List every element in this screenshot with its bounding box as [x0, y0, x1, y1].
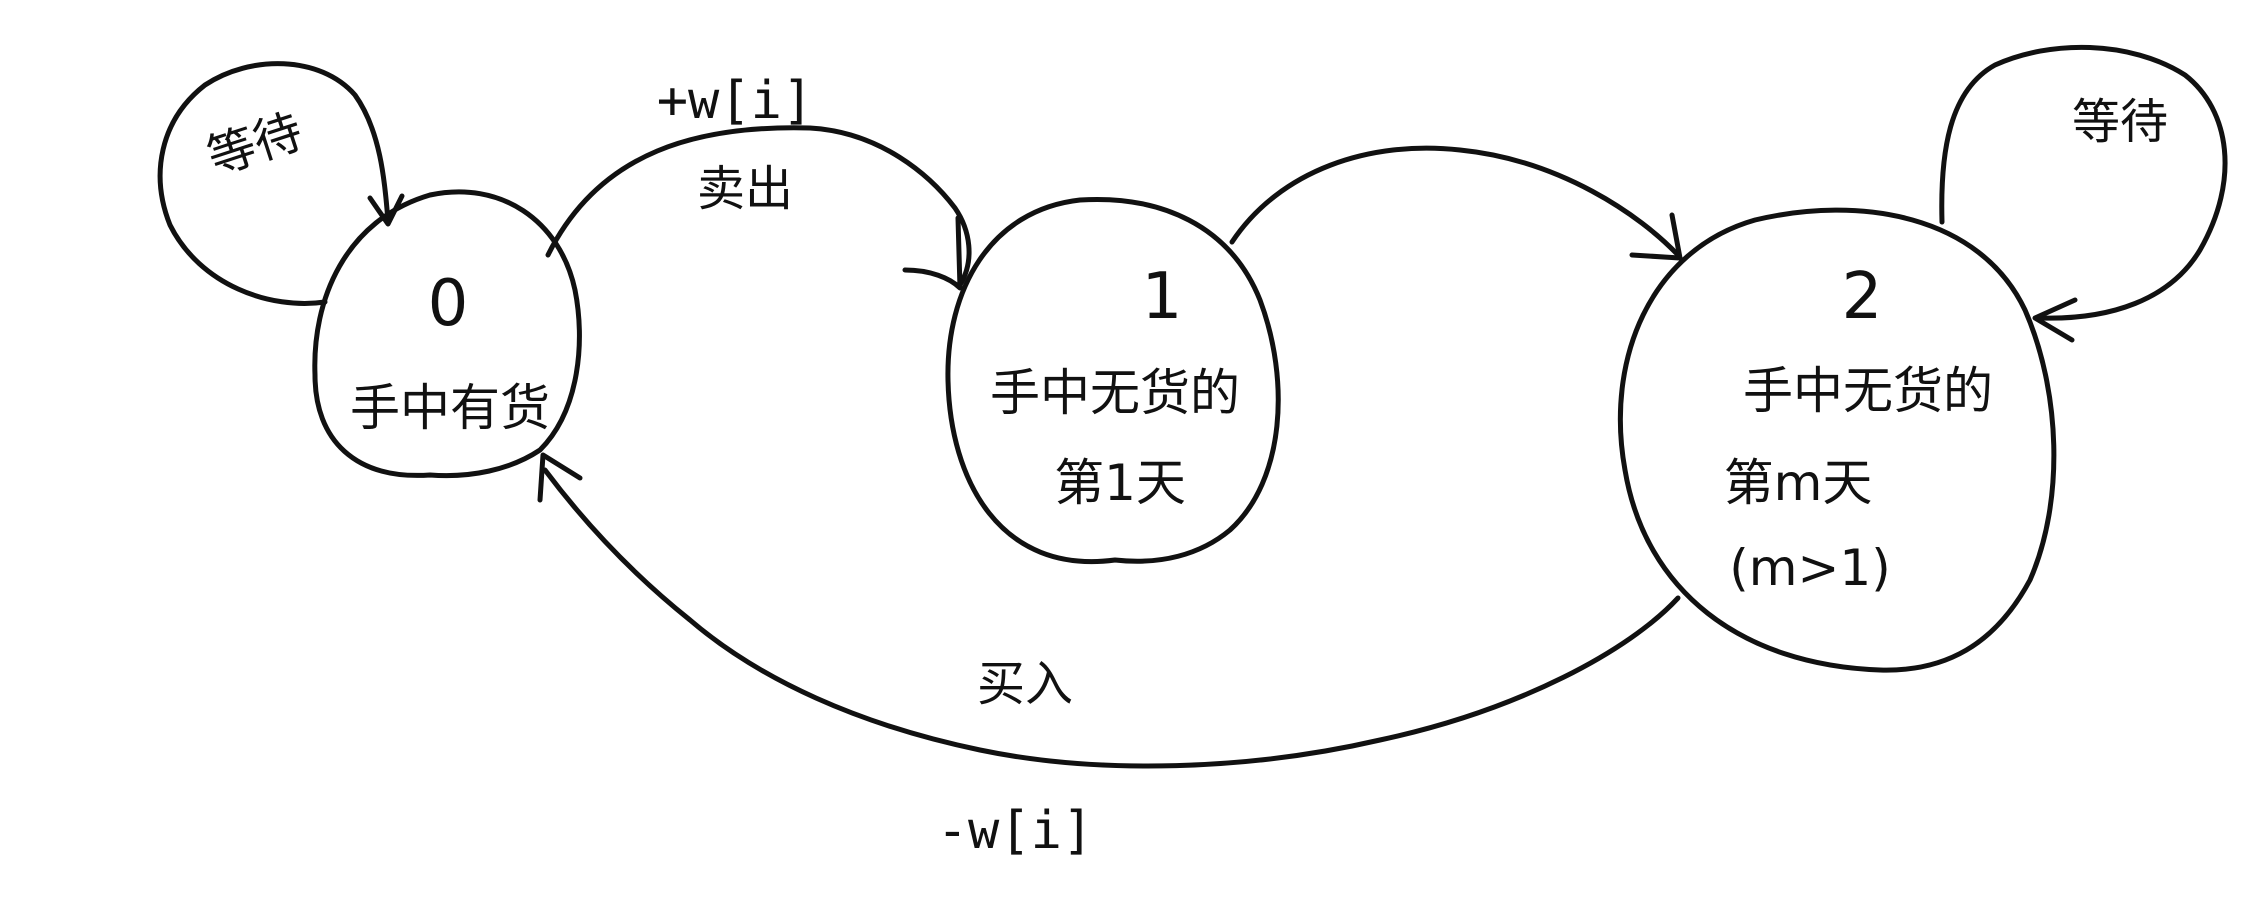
edge-2-to-0-weight: -w[i] — [937, 801, 1094, 861]
state-2-circle — [1617, 207, 2057, 673]
edge-0-to-1: +w[i] 卖出 — [545, 71, 972, 291]
state-1-circle — [945, 196, 1281, 564]
state-0: 0 手中有货 — [312, 189, 582, 479]
state-1-label-line2: 第1天 — [1054, 454, 1186, 512]
state-1-label-line1: 手中无货的 — [990, 364, 1240, 422]
edge-self-loop-2: 等待 — [1939, 44, 2228, 343]
state-2-label-line1: 手中无货的 — [1743, 362, 1993, 420]
edge-2-to-0-curve — [542, 467, 1681, 769]
edge-1-to-2 — [1229, 145, 1683, 261]
edge-self-loop-2-curve — [1939, 44, 2228, 321]
edge-0-to-1-weight: +w[i] — [657, 71, 814, 131]
edge-2-to-0-label: 买入 — [977, 656, 1073, 712]
edge-self-loop-2-label: 等待 — [2072, 94, 2168, 150]
state-2: 2 手中无货的 第m天 (m>1) — [1617, 207, 2057, 673]
edge-self-loop-0-label: 等待 — [201, 103, 310, 186]
edge-self-loop-0-curve — [157, 61, 391, 306]
state-1: 1 手中无货的 第1天 — [945, 196, 1281, 564]
chevron-arrowhead-icon — [1629, 212, 1683, 261]
state-0-label: 手中有货 — [350, 379, 550, 437]
chevron-arrowhead-icon — [902, 215, 963, 291]
state-2-label-line2: 第m天 — [1724, 454, 1873, 512]
state-1-number: 1 — [1142, 260, 1183, 334]
edge-self-loop-0: 等待 — [157, 61, 405, 306]
chevron-arrowhead-icon — [537, 452, 583, 503]
state-2-label-line3: (m>1) — [1729, 539, 1890, 597]
chevron-arrowhead-icon — [367, 193, 405, 227]
edge-0-to-1-curve — [545, 125, 972, 288]
state-0-number: 0 — [428, 267, 469, 341]
chevron-arrowhead-icon — [2032, 297, 2078, 343]
edge-2-to-0: 买入 -w[i] — [537, 452, 1681, 861]
state-2-number: 2 — [1842, 260, 1883, 334]
edge-0-to-1-label: 卖出 — [697, 161, 793, 217]
edge-1-to-2-curve — [1229, 145, 1681, 258]
state-0-circle — [312, 189, 582, 479]
